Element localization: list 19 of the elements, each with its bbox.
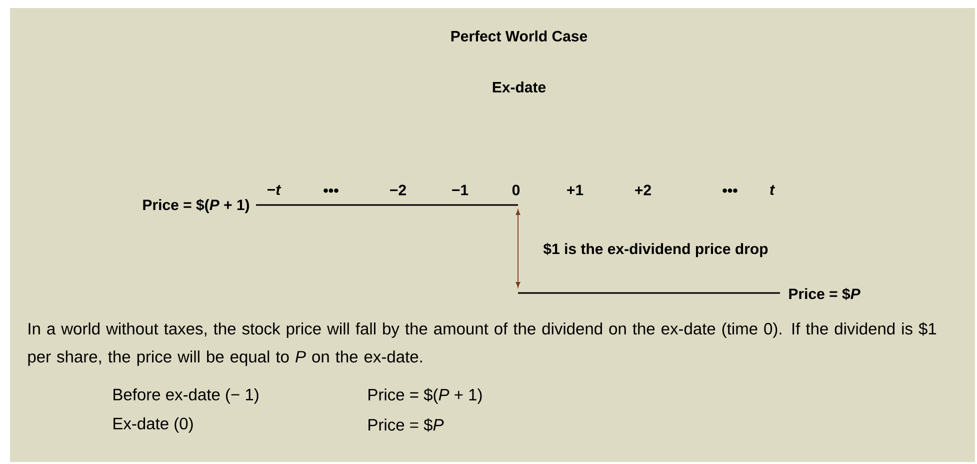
table-cell: Price = $P: [368, 418, 444, 432]
tick-label: +1: [567, 184, 584, 196]
price-label: Price = $P: [789, 288, 860, 300]
table-cell: Before ex-date (− 1): [114, 388, 258, 404]
ellipsis: •••: [324, 188, 338, 193]
tick-label: −1: [452, 184, 468, 196]
tick-label: −2: [390, 184, 406, 196]
ellipsis: •••: [722, 188, 738, 193]
title: Perfect World Case: [451, 30, 588, 42]
subtitle: Ex-date: [492, 82, 546, 92]
drop-note: $1 is the ex-dividend price drop: [543, 242, 768, 258]
tick-label: t: [770, 185, 776, 195]
tick-label: +2: [635, 184, 651, 196]
tick-label: 0: [512, 184, 520, 196]
tick-label: −t: [268, 185, 282, 195]
table-cell: Price = $(P + 1): [368, 388, 482, 404]
price-label: Price = $(P + 1): [143, 198, 250, 214]
explanation-paragraph: In a world without taxes, the stock price will fall by the amount of the dividend on the ex-date (time 0). If the dividend is $1 per share, the price will be equal to P on the ex-date.: [28, 322, 936, 366]
table-cell: Ex-date (0): [114, 417, 193, 433]
